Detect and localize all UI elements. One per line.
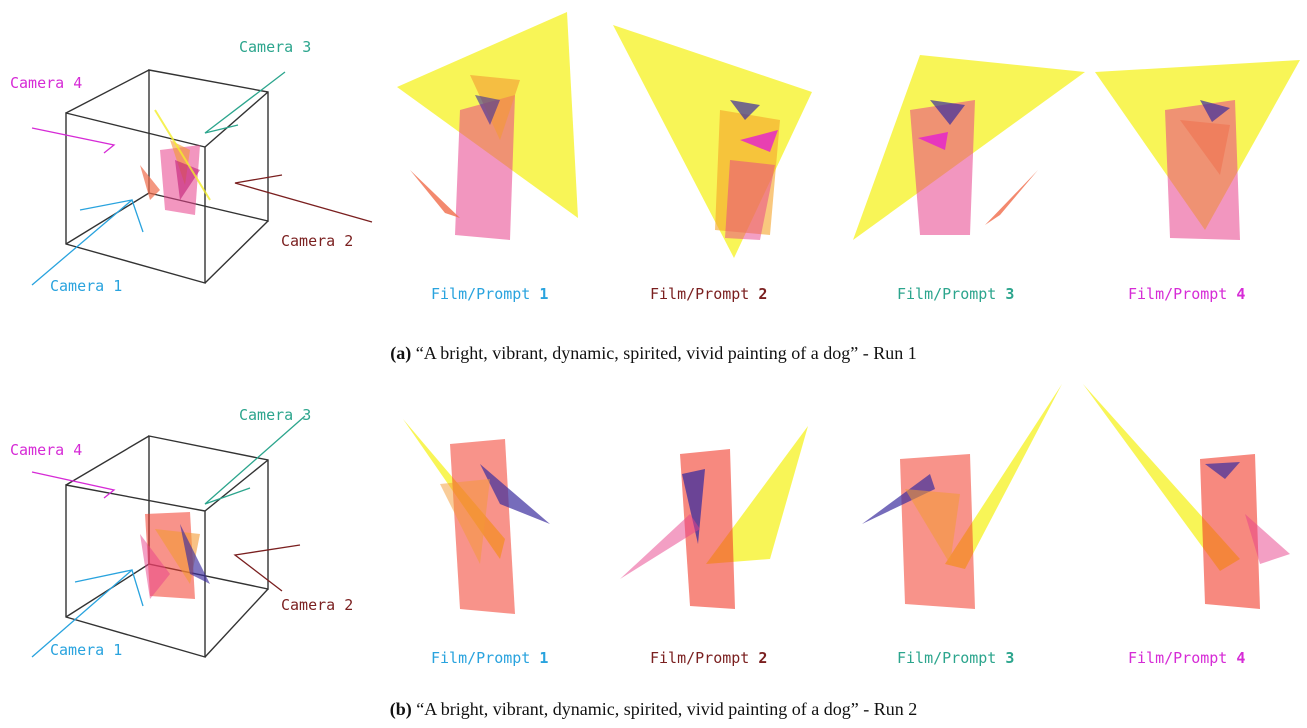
- panel-b-illustration: [31, 384, 1290, 658]
- film-prompt-4-label: Film/Prompt 4: [1128, 649, 1246, 667]
- figure-caption-b: (b) “A bright, vibrant, dynamic, spirite…: [389, 699, 918, 719]
- camera-4-label: Camera 4: [10, 441, 83, 459]
- film-prompt-3-label: Film/Prompt 3: [897, 285, 1015, 303]
- camera-4-label: Camera 4: [10, 74, 83, 92]
- film-prompt-1-label: Film/Prompt 1: [431, 649, 549, 667]
- camera-2-label: Camera 2: [281, 232, 354, 250]
- panel-a: Camera 4 Camera 3 Camera 2 Camera 1 Film…: [10, 12, 1300, 363]
- camera-rays: [31, 415, 306, 658]
- film-1-render: [397, 12, 578, 240]
- film-prompt-4-label: Film/Prompt 4: [1128, 285, 1246, 303]
- camera-1-label: Camera 1: [50, 641, 123, 659]
- film-3-render: [853, 55, 1085, 240]
- camera-rays: [31, 71, 373, 286]
- camera-3-label: Camera 3: [239, 406, 312, 424]
- scene-cube: [65, 69, 269, 284]
- film-prompt-2-label: Film/Prompt 2: [650, 285, 768, 303]
- dog-figure-3d: [140, 512, 210, 599]
- film-3-render: [862, 384, 1062, 609]
- film-prompt-3-label: Film/Prompt 3: [897, 649, 1015, 667]
- film-2-render: [620, 426, 808, 609]
- camera-2-label: Camera 2: [281, 596, 354, 614]
- panel-b: Camera 4 Camera 3 Camera 2 Camera 1 Film…: [0, 364, 1307, 728]
- film-4-render: [1083, 384, 1290, 609]
- camera-1-label: Camera 1: [50, 277, 123, 295]
- film-4-render: [1095, 60, 1300, 240]
- film-1-render: [403, 419, 550, 614]
- dog-figure-3d: [140, 109, 211, 215]
- film-prompt-2-label: Film/Prompt 2: [650, 649, 768, 667]
- camera-3-label: Camera 3: [239, 38, 312, 56]
- panel-a-illustration: [31, 12, 1300, 286]
- figure-caption-a: (a) “A bright, vibrant, dynamic, spirite…: [390, 343, 917, 363]
- film-prompt-1-label: Film/Prompt 1: [431, 285, 549, 303]
- film-2-render: [613, 25, 812, 258]
